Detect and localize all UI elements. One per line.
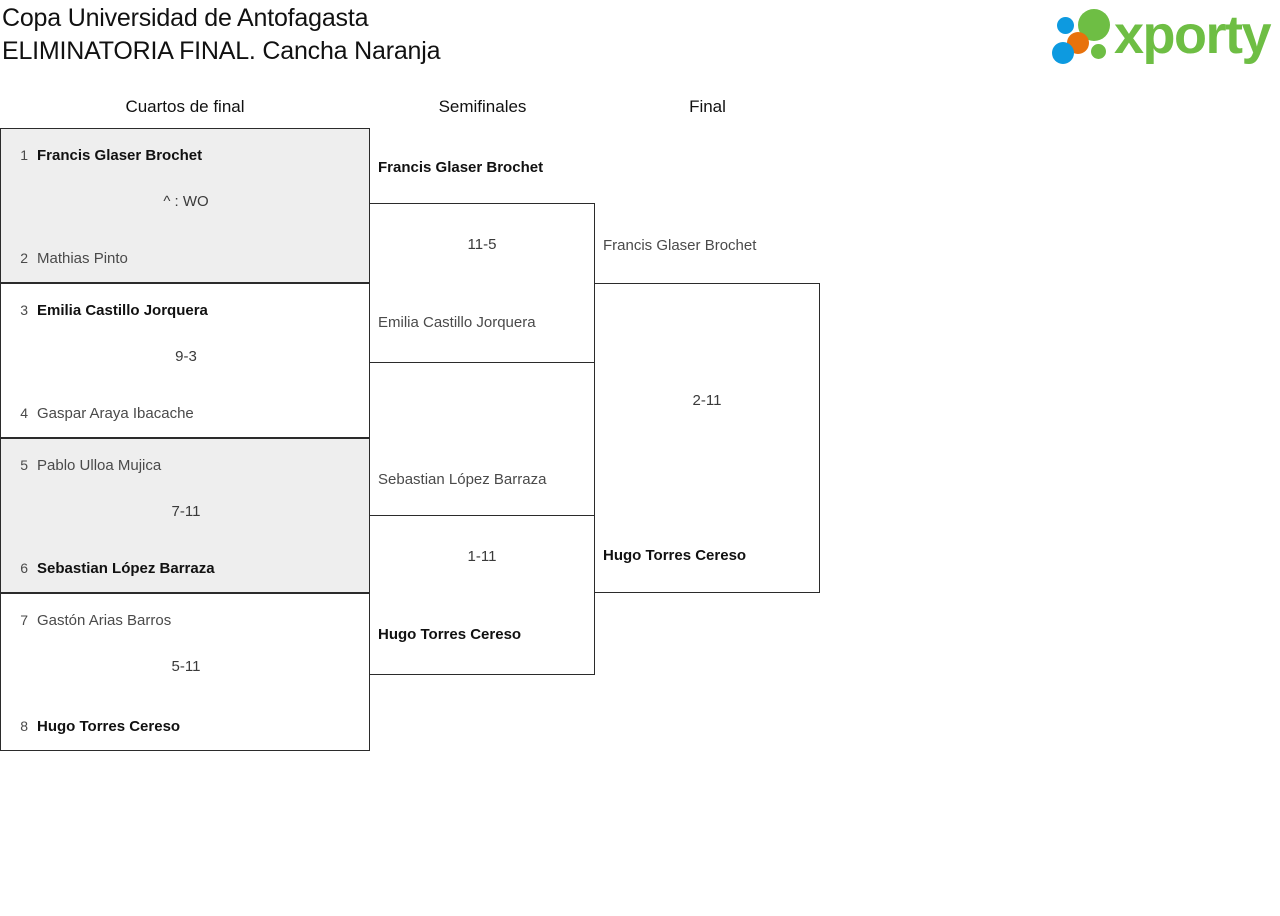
page-header: Copa Universidad de Antofagasta ELIMINAT… <box>0 0 1280 75</box>
seed-number: 8 <box>20 718 28 734</box>
seed-number: 5 <box>20 457 28 473</box>
logo-dots-icon <box>1048 6 1118 68</box>
match-participant-bottom[interactable]: 2 Mathias Pinto <box>1 245 371 271</box>
match-quarterfinal-3[interactable]: 5 Pablo Ulloa Mujica 7-11 6 Sebastian Ló… <box>0 438 370 593</box>
match-participant-top[interactable]: Sebastian López Barraza <box>378 471 547 488</box>
match-participant-top[interactable]: Francis Glaser Brochet <box>603 237 757 254</box>
title-line-1: Copa Universidad de Antofagasta <box>2 4 369 32</box>
column-header-final: Final <box>689 97 726 116</box>
match-participant-bottom[interactable]: Hugo Torres Cereso <box>378 626 522 643</box>
match-participant-bottom[interactable]: 8 Hugo Torres Cereso <box>1 713 371 739</box>
match-participant-top[interactable]: 1 Francis Glaser Brochet <box>1 142 371 168</box>
participant-name: Gastón Arias Barros <box>37 611 172 629</box>
logo-dot-green-small-icon <box>1091 44 1106 59</box>
match-quarterfinal-4[interactable]: 7 Gastón Arias Barros 5-11 8 Hugo Torres… <box>0 593 370 751</box>
participant-name: Francis Glaser Brochet <box>37 146 203 164</box>
match-score: 2-11 <box>692 392 722 409</box>
match-score: 1-11 <box>467 548 497 565</box>
title-line-2: ELIMINATORIA FINAL. Cancha Naranja <box>2 37 441 65</box>
column-header-quarterfinals: Cuartos de final <box>125 97 245 116</box>
participant-name: Sebastian López Barraza <box>37 559 215 577</box>
participant-name: Gaspar Araya Ibacache <box>37 404 194 422</box>
seed-number: 6 <box>20 560 28 576</box>
match-participant-bottom[interactable]: 6 Sebastian López Barraza <box>1 555 371 581</box>
match-score: 7-11 <box>171 503 201 520</box>
seed-number: 2 <box>20 250 28 266</box>
match-score: 9-3 <box>175 348 197 365</box>
match-score: 5-11 <box>171 658 201 675</box>
logo-wordmark: xporty <box>1114 5 1272 65</box>
match-final[interactable]: Francis Glaser Brochet 2-11 Hugo Torres … <box>594 237 820 593</box>
logo-dot-blue-top-icon <box>1057 17 1074 34</box>
match-participant-bottom[interactable]: Emilia Castillo Jorquera <box>378 314 536 331</box>
match-quarterfinal-2[interactable]: 3 Emilia Castillo Jorquera 9-3 4 Gaspar … <box>0 283 370 438</box>
logo-dot-blue-bottom-icon <box>1052 42 1074 64</box>
match-participant-top[interactable]: 7 Gastón Arias Barros <box>1 607 371 633</box>
page-title: Copa Universidad de Antofagasta ELIMINAT… <box>2 2 440 68</box>
match-participant-bottom[interactable]: Hugo Torres Cereso <box>603 547 747 564</box>
seed-number: 4 <box>20 405 28 421</box>
match-participant-top[interactable]: 3 Emilia Castillo Jorquera <box>1 297 371 323</box>
match-quarterfinal-1[interactable]: 1 Francis Glaser Brochet ^ : WO 2 Mathia… <box>0 128 370 283</box>
match-semifinal-1[interactable]: Francis Glaser Brochet 11-5 Emilia Casti… <box>369 159 595 363</box>
seed-number: 7 <box>20 612 28 628</box>
xporty-logo[interactable]: xporty <box>1048 5 1274 68</box>
participant-name: Hugo Torres Cereso <box>37 717 181 735</box>
match-participant-bottom[interactable]: 4 Gaspar Araya Ibacache <box>1 400 371 426</box>
participant-name: Emilia Castillo Jorquera <box>37 301 208 319</box>
seed-number: 1 <box>20 147 28 163</box>
match-participant-top[interactable]: 5 Pablo Ulloa Mujica <box>1 452 371 478</box>
match-participant-top[interactable]: Francis Glaser Brochet <box>378 159 544 176</box>
match-score: ^ : WO <box>163 193 209 210</box>
seed-number: 3 <box>20 302 28 318</box>
participant-name: Mathias Pinto <box>37 249 128 267</box>
match-semifinal-2[interactable]: Sebastian López Barraza 1-11 Hugo Torres… <box>369 471 595 675</box>
column-header-semifinals: Semifinales <box>438 97 527 116</box>
match-score: 11-5 <box>467 236 497 253</box>
participant-name: Pablo Ulloa Mujica <box>37 456 162 474</box>
